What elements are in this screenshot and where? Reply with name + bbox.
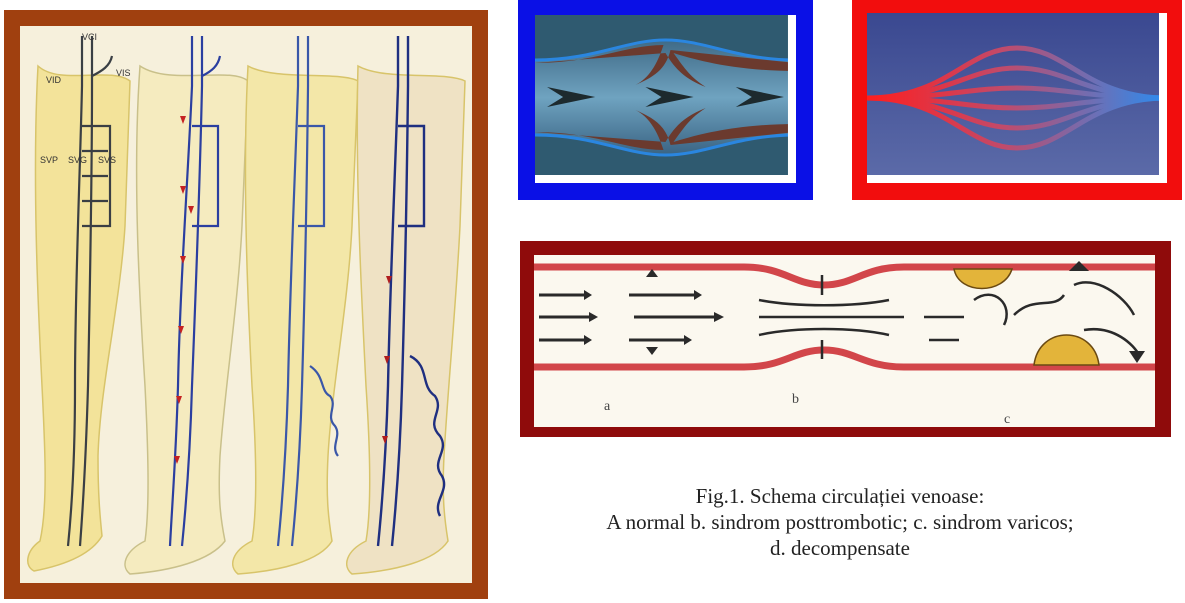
label-svs: SVS xyxy=(98,155,116,165)
flow-arrows-c xyxy=(924,282,1139,355)
legs-illustration-frame: VCI VID VIS SVP SVG SVS xyxy=(4,10,488,599)
flow-label-b: b xyxy=(792,392,799,407)
vein-bundle-red-frame xyxy=(852,0,1182,200)
flow-label-a: a xyxy=(604,399,611,414)
vein-bundle-diagram xyxy=(867,13,1167,183)
valve-diagram-blue xyxy=(535,15,796,183)
valve-blue-drawing xyxy=(535,15,796,183)
flow-label-c: c xyxy=(1004,412,1010,427)
label-svp: SVP xyxy=(40,155,58,165)
legs-illustration: VCI VID VIS SVP SVG SVS xyxy=(20,26,472,583)
label-svg: SVG xyxy=(68,155,87,165)
caption-line-2: A normal b. sindrom posttrombotic; c. si… xyxy=(530,509,1150,535)
flow-diagram: a b c xyxy=(534,255,1155,427)
flow-diagram-frame: a b c xyxy=(520,241,1171,437)
label-vis: VIS xyxy=(116,68,131,78)
leg-4-shape xyxy=(347,66,465,574)
caption-line-3: d. decompensate xyxy=(530,535,1150,561)
label-vci: VCI xyxy=(82,32,97,42)
vein-bundle-drawing xyxy=(867,13,1167,183)
leg-1-shape xyxy=(28,66,130,571)
valve-diagram-blue-frame xyxy=(518,0,813,200)
caption-line-1: Fig.1. Schema circulației venoase: xyxy=(530,483,1150,509)
figure-caption: Fig.1. Schema circulației venoase: A nor… xyxy=(530,483,1150,561)
flow-arrows-a xyxy=(539,295,714,340)
label-vid: VID xyxy=(46,75,62,85)
legs-drawing: VCI VID VIS SVP SVG SVS xyxy=(20,26,472,583)
vessel-top-wall xyxy=(534,267,1155,285)
flow-drawing: a b c xyxy=(534,255,1155,427)
